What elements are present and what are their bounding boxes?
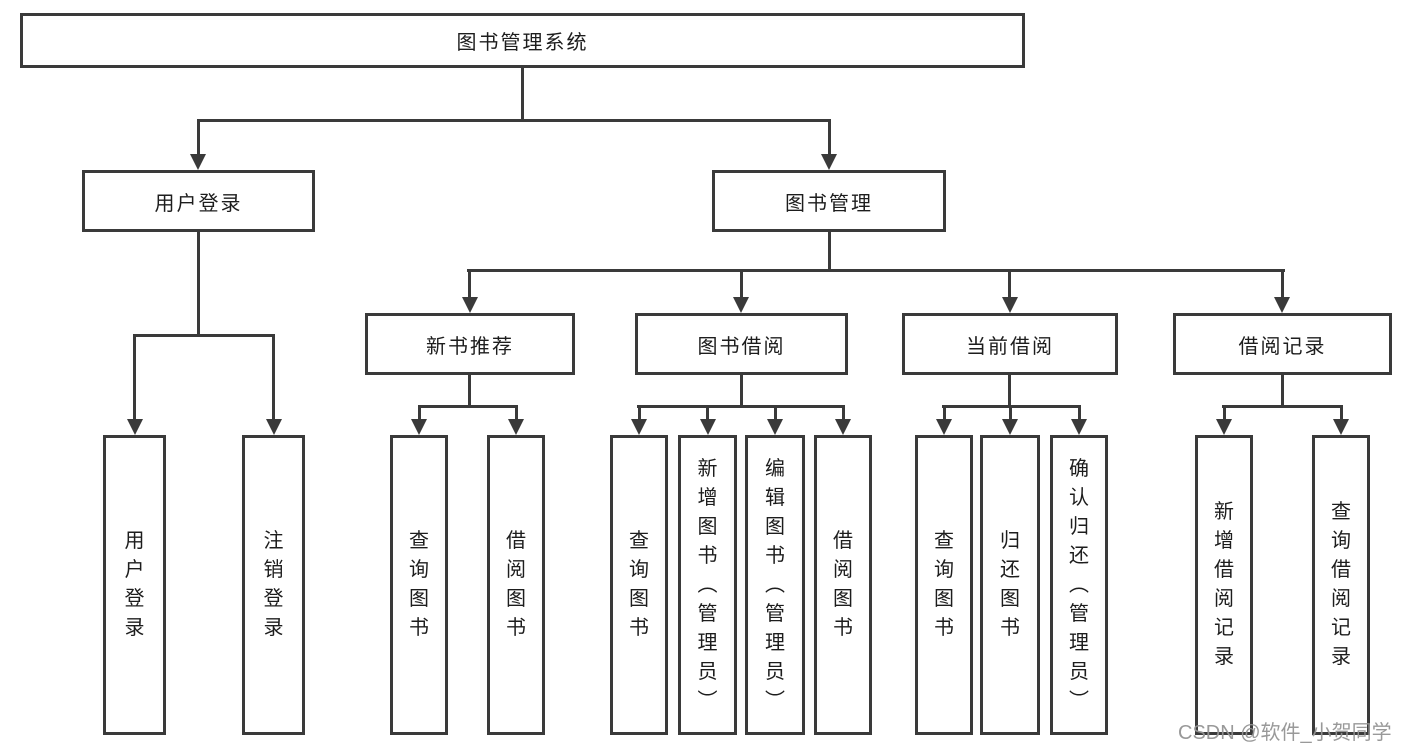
arrow-down-icon (1274, 297, 1290, 313)
node-leaf-current-confirm-return-admin: 确 认 归 还 ︵ 管 理 员 ︶ (1050, 435, 1108, 735)
node-leaf-user-login: 用 户 登 录 (103, 435, 166, 735)
connector-root-bar (197, 119, 831, 122)
connector-borrowing-stem (740, 375, 743, 408)
arrow-down-icon (1333, 419, 1349, 435)
leaf-label: 查 询 图 书 (934, 530, 954, 639)
node-current-borrowing: 当前借阅 (902, 313, 1118, 375)
arrow-down-icon (767, 419, 783, 435)
node-borrowing-records: 借阅记录 (1173, 313, 1392, 375)
connector-recommend-stem (468, 375, 471, 408)
connector-user-login-drop-2 (272, 334, 275, 419)
connector-root-stem (521, 68, 524, 121)
arrow-down-icon (508, 419, 524, 435)
arrow-down-icon (1002, 419, 1018, 435)
node-leaf-recommend-borrow-books: 借 阅 图 书 (487, 435, 545, 735)
connector-root-drop-right (828, 121, 831, 155)
arrow-down-icon (1002, 297, 1018, 313)
node-library-management-system: 图书管理系统 (20, 13, 1025, 68)
arrow-down-icon (127, 419, 143, 435)
leaf-label: 查 询 借 阅 记 录 (1331, 501, 1351, 668)
csdn-watermark: CSDN @软件_小贺同学 (1178, 722, 1392, 744)
connector-borrowing-drop-1 (638, 405, 641, 419)
connector-book-mgmt-drop-3 (1008, 269, 1011, 297)
connector-records-drop-1 (1223, 405, 1226, 419)
leaf-label: 新 增 借 阅 记 录 (1214, 501, 1234, 668)
connector-user-login-bar (133, 334, 275, 337)
arrow-down-icon (266, 419, 282, 435)
connector-recommend-bar (418, 405, 518, 408)
connector-borrowing-drop-4 (842, 405, 845, 419)
arrow-down-icon (190, 154, 206, 170)
node-user-login: 用户登录 (82, 170, 315, 232)
node-leaf-borrowing-add-books-admin: 新 增 图 书 ︵ 管 理 员 ︶ (678, 435, 737, 735)
arrow-down-icon (821, 154, 837, 170)
connector-borrowing-bar (637, 405, 845, 408)
connector-book-mgmt-bar (467, 269, 1285, 272)
node-book-management: 图书管理 (712, 170, 946, 232)
connector-current-drop-1 (943, 405, 946, 419)
connector-records-stem (1281, 375, 1284, 408)
connector-borrowing-drop-3 (774, 405, 777, 419)
node-leaf-records-query-record: 查 询 借 阅 记 录 (1312, 435, 1370, 735)
arrow-down-icon (700, 419, 716, 435)
leaf-label: 确 认 归 还 ︵ 管 理 员 ︶ (1069, 457, 1089, 712)
node-leaf-borrowing-borrow-books: 借 阅 图 书 (814, 435, 872, 735)
leaf-label: 新 增 图 书 ︵ 管 理 员 ︶ (697, 457, 718, 712)
arrow-down-icon (936, 419, 952, 435)
connector-root-drop-left (197, 121, 200, 155)
leaf-label: 编 辑 图 书 ︵ 管 理 员 ︶ (765, 457, 785, 712)
leaf-label: 借 阅 图 书 (833, 530, 853, 639)
arrow-down-icon (835, 419, 851, 435)
connector-user-login-stem (197, 232, 200, 337)
connector-borrowing-drop-2 (706, 405, 709, 419)
connector-current-drop-3 (1078, 405, 1081, 419)
node-leaf-logout: 注 销 登 录 (242, 435, 305, 735)
arrow-down-icon (462, 297, 478, 313)
connector-recommend-drop-2 (515, 405, 518, 419)
leaf-label: 查 询 图 书 (629, 530, 649, 639)
leaf-label: 借 阅 图 书 (506, 530, 526, 639)
connector-records-drop-2 (1340, 405, 1343, 419)
arrow-down-icon (411, 419, 427, 435)
node-book-borrowing: 图书借阅 (635, 313, 848, 375)
connector-book-mgmt-stem (828, 232, 831, 272)
leaf-label: 用 户 登 录 (124, 530, 145, 639)
leaf-label: 归 还 图 书 (1000, 530, 1020, 639)
node-leaf-records-add-record: 新 增 借 阅 记 录 (1195, 435, 1253, 735)
connector-current-drop-2 (1009, 405, 1012, 419)
arrow-down-icon (631, 419, 647, 435)
leaf-label: 查 询 图 书 (409, 530, 429, 639)
connector-records-bar (1222, 405, 1343, 408)
node-leaf-recommend-query-books: 查 询 图 书 (390, 435, 448, 735)
node-leaf-borrowing-query-books: 查 询 图 书 (610, 435, 668, 735)
node-leaf-current-query-books: 查 询 图 书 (915, 435, 973, 735)
node-leaf-current-return-books: 归 还 图 书 (980, 435, 1040, 735)
leaf-label: 注 销 登 录 (263, 530, 284, 639)
node-new-book-recommend: 新书推荐 (365, 313, 575, 375)
connector-recommend-drop-1 (418, 405, 421, 419)
arrow-down-icon (1216, 419, 1232, 435)
connector-book-mgmt-drop-2 (740, 269, 743, 297)
connector-current-stem (1008, 375, 1011, 408)
arrow-down-icon (1071, 419, 1087, 435)
arrow-down-icon (733, 297, 749, 313)
connector-book-mgmt-drop-1 (468, 269, 471, 297)
connector-user-login-drop-1 (133, 334, 136, 419)
connector-book-mgmt-drop-4 (1281, 269, 1284, 297)
node-leaf-borrowing-edit-books-admin: 编 辑 图 书 ︵ 管 理 员 ︶ (745, 435, 805, 735)
